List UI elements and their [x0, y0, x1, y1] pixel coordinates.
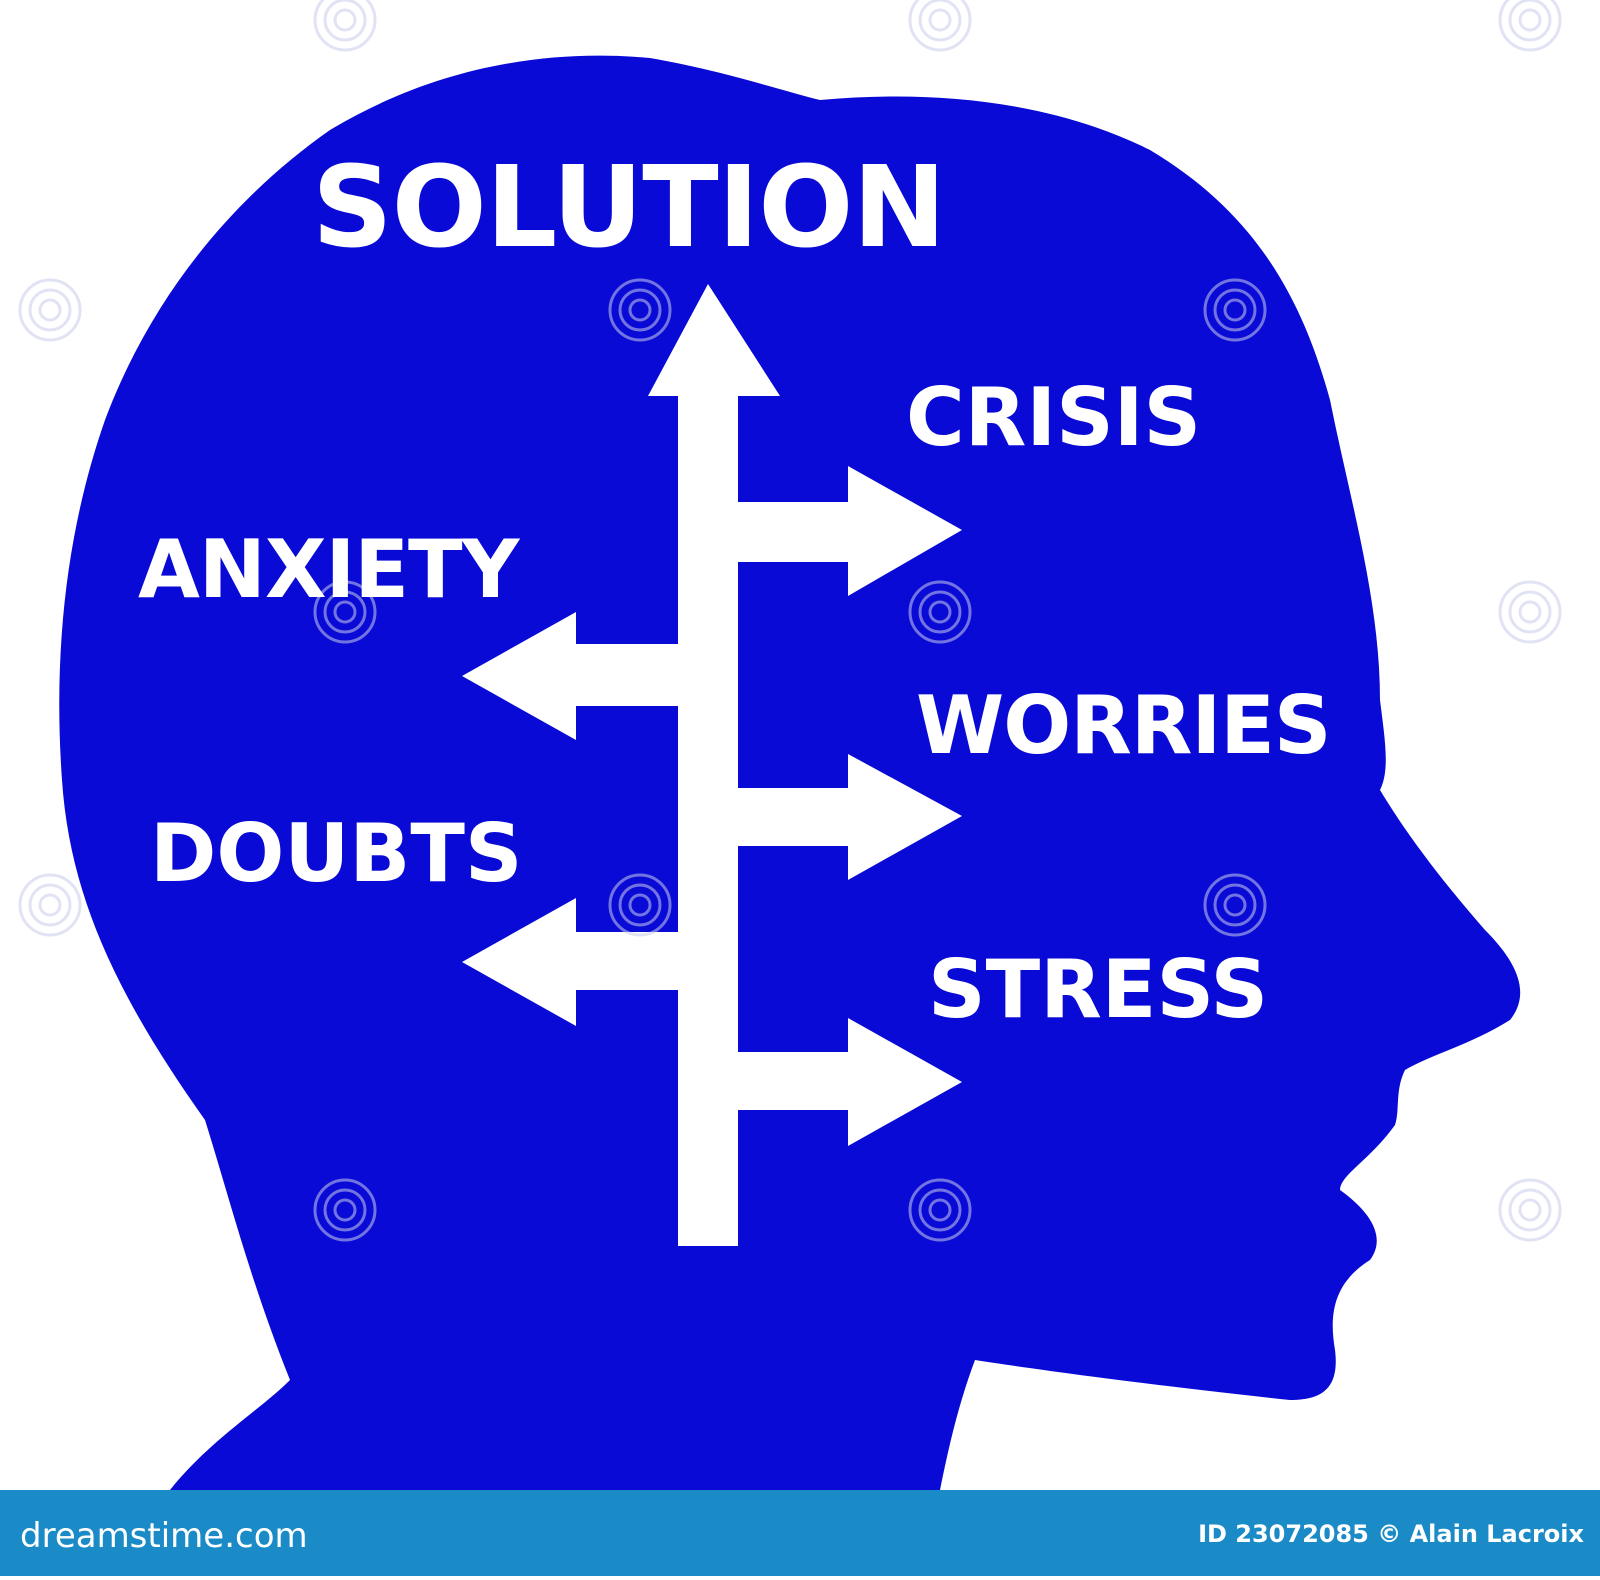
footer-bar: dreamstime.com ID 23072085 © Alain Lacro…: [0, 1490, 1600, 1576]
label-anxiety: ANXIETY: [138, 523, 519, 616]
spiral-logo-icon: [18, 873, 82, 937]
arrow-right-to-worries: [738, 754, 962, 880]
head-silhouette: [59, 55, 1521, 1490]
spiral-logo-icon: [1498, 0, 1562, 52]
label-worries: WORRIES: [916, 679, 1331, 772]
label-crisis: CRISIS: [906, 371, 1202, 464]
arrow-left-to-doubts: [462, 898, 678, 1026]
arrow-left-to-anxiety: [462, 612, 678, 740]
watermark-group: [18, 0, 1562, 1242]
label-doubts: DOUBTS: [150, 807, 523, 900]
spiral-logo-icon: [608, 278, 672, 342]
spiral-logo-icon: [1498, 580, 1562, 644]
label-solution: SOLUTION: [312, 143, 946, 273]
spiral-logo-icon: [908, 0, 972, 52]
arrow-group: [462, 284, 962, 1246]
arrow-right-to-stress: [738, 1018, 962, 1146]
spiral-logo-icon: [18, 278, 82, 342]
label-stress: STRESS: [928, 943, 1269, 1036]
arrow-right-to-crisis: [738, 466, 962, 596]
spiral-logo-icon: [313, 1178, 377, 1242]
spiral-logo-icon: [313, 580, 377, 644]
spiral-logo-icon: [313, 0, 377, 52]
arrow-up-to-solution: [648, 284, 780, 1246]
spiral-logo-icon: [1203, 278, 1267, 342]
spiral-logo-icon: [908, 1178, 972, 1242]
footer-site-name: dreamstime.com: [20, 1516, 308, 1556]
footer-credit: ID 23072085 © Alain Lacroix: [1198, 1520, 1584, 1548]
spiral-logo-icon: [1498, 1178, 1562, 1242]
spiral-logo-icon: [608, 873, 672, 937]
spiral-logo-icon: [1203, 873, 1267, 937]
spiral-logo-icon: [908, 580, 972, 644]
